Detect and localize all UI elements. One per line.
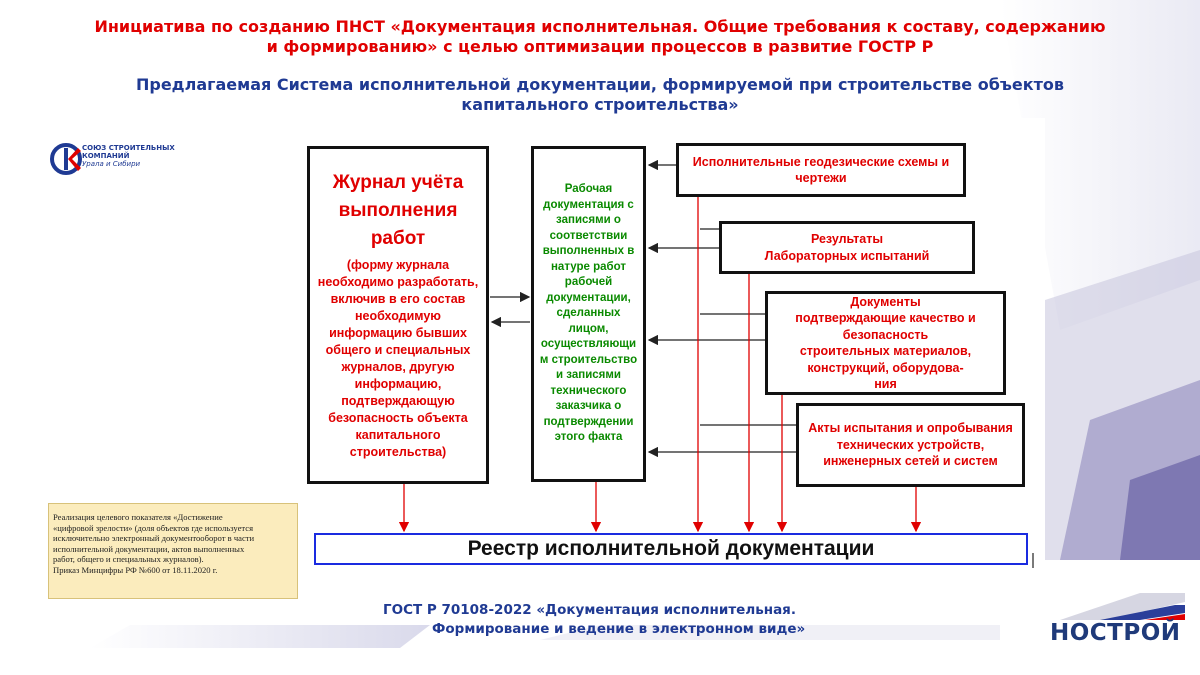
journal-title-line2: выполнения	[338, 200, 458, 221]
materials-line: безопасность	[842, 327, 929, 342]
workdoc-line: осуществляющи	[540, 338, 637, 351]
materials-box: Документы подтверждающие качество и безо…	[765, 291, 1006, 395]
journal-body-line: информацию бывших	[329, 326, 467, 340]
workdoc-line: натуре работ	[550, 260, 626, 273]
lab-box: Результаты Лабораторных испытаний	[719, 221, 975, 274]
page-subtitle: Предлагаемая Система исполнительной доку…	[0, 75, 1200, 115]
workdoc-line: соответствии	[549, 229, 628, 242]
lab-line: Лабораторных испытаний	[764, 248, 930, 263]
workdoc-line: заказчика о	[555, 400, 622, 413]
logo-emblem-icon	[50, 143, 82, 175]
materials-line: ния	[874, 377, 897, 391]
tests-line: технических устройств,	[836, 437, 985, 452]
lab-line: Результаты	[810, 232, 884, 246]
page-title-line2: и формированию» с целью оптимизации проц…	[266, 37, 934, 56]
nostroy-logo: НОСТРОЙ	[1050, 620, 1181, 646]
logo-line3: Урала и Сибири	[82, 160, 141, 168]
geodesy-line: Исполнительные геодезические схемы и	[692, 154, 950, 169]
geodesy-line: чертежи	[795, 171, 847, 185]
materials-line: строительных материалов,	[799, 344, 972, 358]
journal-body-line: (форму журнала	[346, 258, 450, 272]
registry-box: Реестр исполнительной документации	[314, 533, 1028, 565]
page-subtitle-line1: Предлагаемая Система исполнительной доку…	[135, 75, 1065, 94]
workdoc-line: документация с	[543, 198, 634, 211]
footer-gost-line2: Формирование и ведение в электронном вид…	[432, 621, 806, 637]
page-title-line1: Инициатива по созданию ПНСТ «Документаци…	[94, 17, 1106, 36]
page-subtitle-line2: капитального строительства»	[461, 95, 739, 114]
workdoc-line: выполненных в	[542, 245, 635, 258]
journal-body-line: информацию,	[354, 377, 442, 391]
tests-box: Акты испытания и опробывания технических…	[796, 403, 1025, 487]
note-box: Реализация целевого показателя «Достижен…	[48, 503, 298, 599]
workdoc-line: м строительство	[539, 353, 638, 366]
note-line: «цифровой зрелости» (доля объектов где и…	[53, 522, 254, 533]
workdoc-line: и записями	[556, 369, 621, 382]
workdoc-line: записями о	[556, 214, 621, 227]
note-line: Реализация целевого показателя «Достижен…	[53, 512, 223, 522]
journal-body-line: подтверждающую	[341, 394, 455, 408]
workdoc-line: сделанных	[556, 307, 621, 320]
materials-line: подтверждающие качество и	[795, 311, 976, 325]
logo-line1: СОЮЗ СТРОИТЕЛЬНЫХ	[82, 144, 175, 152]
note-line: работ, общего и специальных журналов).	[53, 554, 204, 565]
journal-body-line: необходимо разработать,	[317, 275, 479, 289]
journal-body-line: строительства)	[349, 445, 447, 459]
journal-box: Журнал учёта выполнения работ (форму жур…	[307, 146, 489, 484]
page-title: Инициатива по созданию ПНСТ «Документаци…	[0, 17, 1200, 57]
journal-body-line: безопасность объекта	[328, 411, 468, 425]
note-line: исполнительной документации, актов выпол…	[53, 543, 245, 554]
logo-text: СОЮЗ СТРОИТЕЛЬНЫХ КОМПАНИЙ Урала и Сибир…	[82, 144, 192, 168]
workdoc-line: подтверждении	[543, 415, 634, 428]
journal-title-line1: Журнал учёта	[332, 172, 464, 193]
note-line: Приказ Минцифры РФ №600 от 18.11.2020 г.	[53, 564, 218, 575]
materials-line: конструкций, оборудова-	[807, 360, 964, 375]
tests-line: инженерных сетей и систем	[823, 454, 998, 469]
geodesy-box: Исполнительные геодезические схемы и чер…	[676, 143, 966, 197]
journal-body-line: общего и специальных	[325, 343, 471, 357]
workdoc-line: Рабочая	[564, 183, 613, 196]
workdoc-line: технического	[550, 384, 627, 397]
journal-body-line: необходимую	[355, 309, 441, 323]
journal-body-line: журналов, другую	[341, 360, 455, 374]
workdoc-line: документации,	[546, 291, 631, 304]
journal-title-line3: работ	[370, 228, 426, 249]
journal-body-line: капитального	[355, 428, 441, 442]
workdoc-line: рабочей	[564, 276, 613, 289]
workdoc-box: Рабочая документация с записями о соотве…	[531, 146, 646, 482]
logo-line2: КОМПАНИЙ	[82, 152, 130, 160]
footer-gost-line1: ГОСТ Р 70108-2022 «Документация исполнит…	[383, 602, 796, 618]
journal-body-line: включив в его состав	[330, 292, 466, 306]
workdoc-line: лицом,	[568, 322, 609, 335]
tests-line: Акты испытания и опробывания	[808, 421, 1013, 436]
company-logo: СОЮЗ СТРОИТЕЛЬНЫХ КОМПАНИЙ Урала и Сибир…	[50, 140, 190, 182]
note-line: исключительно электронный документооборо…	[53, 533, 255, 544]
materials-line: Документы	[850, 294, 921, 309]
workdoc-line: этого факта	[554, 431, 623, 444]
